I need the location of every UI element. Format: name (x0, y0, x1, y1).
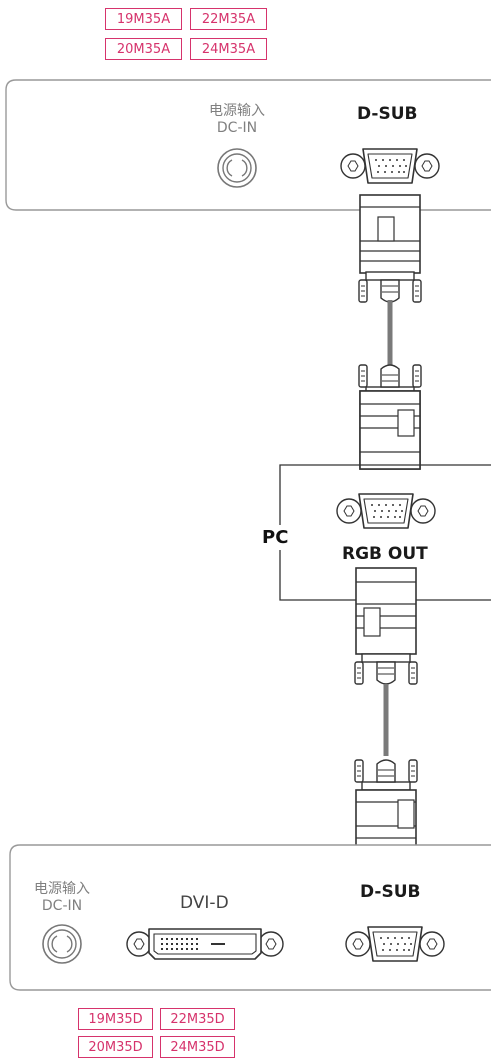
dsub-label: D-SUB (357, 104, 418, 124)
model-tag: 24M35A (190, 38, 267, 60)
power-jack-icon (42, 924, 82, 964)
rgb-out-label: RGB OUT (342, 544, 428, 564)
vga-port-icon (340, 148, 440, 184)
dsub-label: D-SUB (360, 882, 421, 902)
model-tag: 24M35D (160, 1036, 235, 1058)
power-label-cn: 电源输入 (209, 103, 265, 119)
bottom-monitor-panel (9, 844, 491, 991)
model-tag: 20M35D (78, 1036, 153, 1058)
vga-connector-icon (359, 194, 421, 274)
model-tag: 19M35D (78, 1008, 153, 1030)
vga-connector-icon (358, 271, 422, 303)
dvi-port-icon (126, 928, 284, 960)
model-tag: 20M35A (105, 38, 182, 60)
model-tag: 22M35D (160, 1008, 235, 1030)
power-jack-icon (217, 148, 257, 188)
dvi-d-label: DVI-D (180, 893, 229, 913)
vga-connector-icon (354, 653, 418, 685)
model-tag: 22M35A (190, 8, 267, 30)
top-monitor-panel (5, 79, 491, 211)
power-label-en: DC-IN (216, 120, 258, 136)
vga-port-icon (345, 926, 445, 962)
model-tag: 19M35A (105, 8, 182, 30)
power-label-en: DC-IN (41, 898, 83, 914)
vga-port-icon (336, 493, 436, 529)
power-label-cn: 电源输入 (34, 881, 90, 897)
pc-label: PC (260, 525, 291, 550)
